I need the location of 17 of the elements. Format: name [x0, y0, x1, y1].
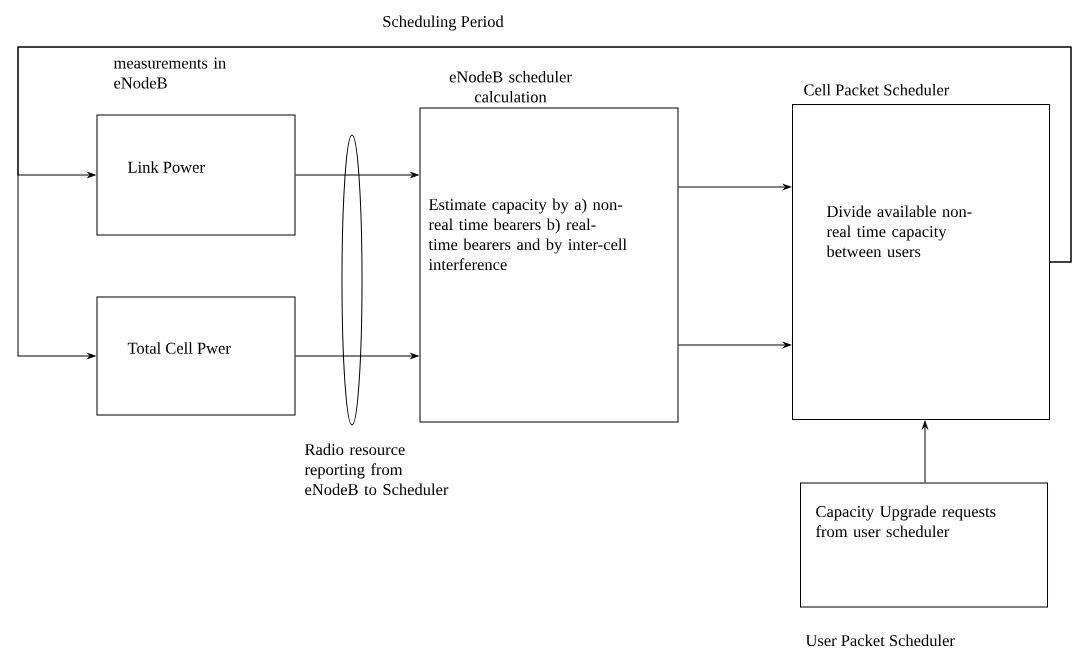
arrow	[295, 353, 419, 359]
arrow	[678, 342, 791, 348]
label: measurements in eNodeB	[113, 57, 226, 89]
annotation: Radio resource reporting from eNodeB to Scheduler	[304, 443, 449, 496]
box-text: Capacity Upgrade requests from user scheduler	[816, 505, 996, 538]
heading: Cell Packet Scheduler	[804, 83, 950, 96]
box-text: Estimate capacity by a) non-real time bearers b) real-time bearers and by inter-cell interference	[428, 198, 627, 271]
heading: User Packet Scheduler	[805, 634, 955, 647]
arrow	[922, 421, 928, 483]
title-label: Scheduling Period	[383, 15, 504, 31]
arrow	[678, 184, 791, 190]
arrow	[295, 172, 419, 178]
arrow	[17, 46, 1072, 359]
box-label: Link Power	[127, 161, 205, 173]
box-label: Total Cell Pwer	[127, 342, 231, 354]
box-text: Divide available non-real time capacity between users	[826, 205, 972, 258]
heading: eNodeB scheduler calculation	[449, 70, 572, 103]
